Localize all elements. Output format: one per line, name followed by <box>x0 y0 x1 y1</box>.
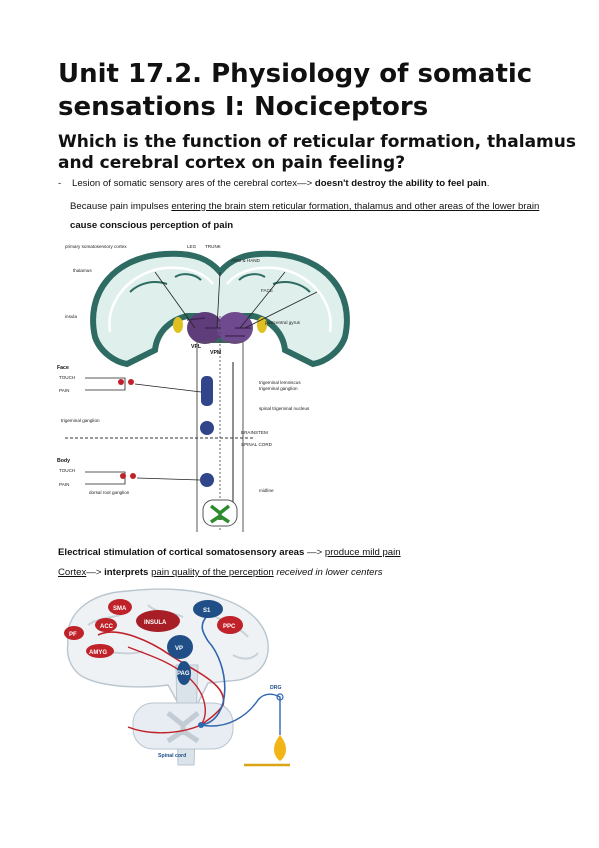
vpm-label: VPM <box>210 350 221 356</box>
amyg-label: AMYG <box>89 650 107 656</box>
amyg-region <box>86 644 114 658</box>
para-bold: cause conscious perception of pain <box>70 220 234 231</box>
trigeminal-tract-label: trigeminal ganglion <box>259 386 298 391</box>
leg-label: LEG <box>187 244 197 249</box>
electrical-stimulation-line: Electrical stimulation of cortical somat… <box>58 547 401 558</box>
cortex-arrow: —> <box>86 567 105 578</box>
bullet-lead-end: . <box>486 178 490 189</box>
para-underlined: entering the brain stem reticular format… <box>171 201 540 212</box>
cortex-word: Cortex <box>58 567 87 578</box>
pag-region <box>177 661 191 685</box>
red-pathway-1 <box>97 631 225 726</box>
page-title: Unit 17.2. Physiology of somatic sensati… <box>58 59 533 122</box>
electrical-bold: Electrical stimulation of cortical somat… <box>58 547 305 558</box>
spinal-cord-label: Spinal cord <box>158 753 186 759</box>
cortex-gyri <box>129 273 311 293</box>
primary-cortex-label: primary somatosensory cortex <box>65 244 127 249</box>
blue-pathway <box>200 614 226 726</box>
trigeminal-lemniscus-label: trigeminal lemniscus <box>259 380 301 385</box>
cortex-interprets-line: Cortex—> interprets pain quality of the … <box>58 567 383 578</box>
explanation-paragraph: Because pain impulses entering the brain… <box>70 197 545 235</box>
pf-region <box>64 626 84 640</box>
touch-face-label: TOUCH <box>59 375 75 380</box>
insula-region <box>136 610 180 632</box>
body-drg-cell-1 <box>120 473 126 479</box>
insula-left <box>173 317 183 333</box>
sma-region <box>108 599 132 615</box>
ppc-label: PPC <box>223 624 236 630</box>
s1-label: S1 <box>203 608 211 614</box>
drg-ganglion <box>276 693 284 701</box>
pf-label: PF <box>69 632 77 638</box>
pain-face-label: PAIN <box>59 388 69 393</box>
pain-quality: pain quality of the perception <box>151 567 274 578</box>
bullet-item: -Lesion of somatic sensory ares of the c… <box>58 178 489 190</box>
electrical-arrow: —> <box>304 547 325 558</box>
spinal-nucleus-label: spinal trigeminal nucleus <box>259 406 310 411</box>
body-drg-cell-2 <box>130 473 136 479</box>
dorsal-horn-body <box>200 473 214 487</box>
pain-matrix-diagram: S1 SMA ACC INSULA PPC PF AMYG VP PAG DRG… <box>64 588 290 767</box>
touch-body-label: TOUCH <box>59 468 75 473</box>
midline-label: midline <box>259 488 274 493</box>
thalamus-nuclei-lines <box>186 317 251 337</box>
ganglion-label: trigeminal ganglion <box>61 418 100 423</box>
face-label: FACE <box>261 288 273 293</box>
face-ganglion-cell-1 <box>118 379 124 385</box>
insula-region-label: INSULA <box>144 620 167 626</box>
received-text: received in lower centers <box>273 567 383 578</box>
para-part1: Because pain impulses <box>70 201 172 212</box>
bullet-lead: Lesion of somatic sensory ares of the ce… <box>72 178 315 189</box>
vp-region <box>167 635 193 659</box>
sma-label: SMA <box>113 606 127 612</box>
spinal-trigeminal-nucleus <box>200 421 214 435</box>
body-heading: Body <box>57 458 70 464</box>
vpl-label: VPL <box>191 344 202 350</box>
arm-label: ARM & HAND <box>231 258 261 263</box>
bullet-lead-bold: doesn't destroy the ability to feel pain <box>314 178 487 189</box>
section-question: Which is the function of reticular forma… <box>58 132 576 173</box>
body-afferents <box>85 471 126 485</box>
acc-label: ACC <box>100 624 114 630</box>
spinal-cord-label: SPINAL CORD <box>241 442 273 447</box>
brainstem-label: BRAINSTEM <box>241 430 268 435</box>
acc-region <box>95 618 117 632</box>
red-pathway-3 <box>127 724 202 734</box>
electrical-result: produce mild pain <box>324 547 401 558</box>
pain-pathway-diagram: VPL VPM Face TOUCH PAIN Body TOUCH PAIN … <box>57 244 350 532</box>
thalamus-label: thalamus <box>73 268 92 273</box>
trigeminal-afferent <box>134 383 202 393</box>
thalamocortical-fibers <box>154 271 318 329</box>
pag-label: PAG <box>177 671 190 677</box>
drg-pathway <box>200 693 281 735</box>
trigeminal-nucleus <box>201 376 213 406</box>
interprets-word: interprets <box>104 567 149 578</box>
insula-label: insula <box>65 314 77 319</box>
postcentral-label: postcentral gyrus <box>265 320 301 325</box>
vp-label: VP <box>175 646 183 652</box>
trunk-label: TRUNK <box>205 244 222 249</box>
face-ganglion-cell-2 <box>128 379 134 385</box>
pain-body-label: PAIN <box>59 482 69 487</box>
ppc-region <box>217 616 243 634</box>
flame-icon <box>274 735 286 761</box>
drg-label: DRG <box>270 685 282 691</box>
body-afferent <box>136 477 201 481</box>
dorsal-root-label: dorsal root ganglion <box>89 490 130 495</box>
face-afferents <box>85 377 126 391</box>
brain-outline <box>90 250 350 368</box>
face-heading: Face <box>57 365 69 371</box>
cortex-inner-line <box>108 266 332 333</box>
spinal-gray-matter <box>209 504 231 524</box>
s1-region <box>193 600 223 618</box>
dorsal-horn-neuron <box>198 722 204 728</box>
bullet-mark: - <box>58 178 62 189</box>
